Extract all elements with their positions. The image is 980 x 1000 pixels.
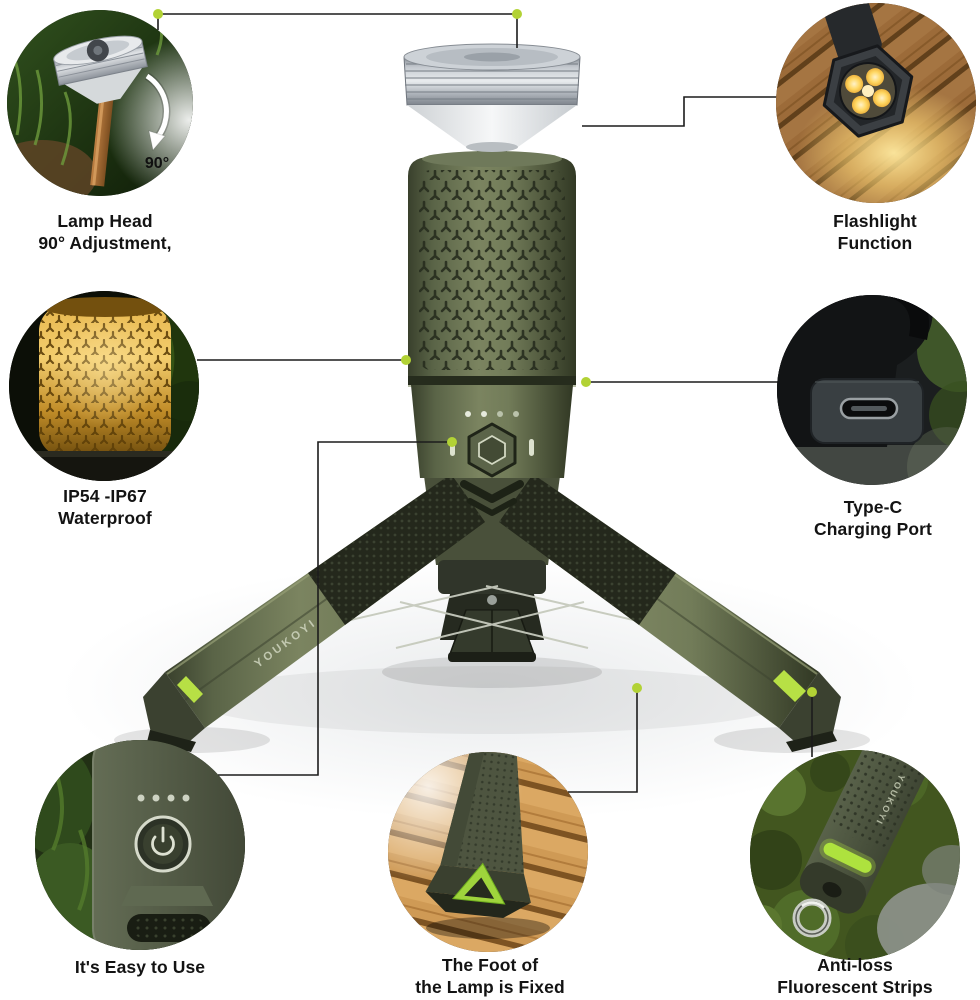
tripod-leg-right [499,474,841,752]
angle-annotation: 90° [145,155,169,172]
chevron-down-icon [460,480,524,503]
easy-to-use-photo [35,740,245,950]
fluorescent-strip [823,842,872,873]
waterproof-photo [9,291,199,481]
callout-label-fluorescent: Anti-loss Fluorescent Strips [777,955,933,998]
foot-fixed-photo [388,752,588,952]
connector-dots [153,9,817,697]
lamp-head-adjustment-photo: 90° [7,10,193,196]
lamp-head [403,43,581,152]
fluorescent-strip-right [773,670,806,702]
callout-label-foot-fixed: The Foot of the Lamp is Fixed [415,955,565,998]
indicator-dots [137,794,190,802]
type-c-port-photo [777,295,967,485]
lantern-body [408,138,576,516]
power-button [134,815,192,873]
callout-label-waterproof: IP54 -IP67 Waterproof [58,486,152,529]
flashlight-head [822,3,914,138]
callout-label-easy-use: It's Easy to Use [74,957,206,977]
flashlight-function-photo [776,3,976,203]
fluorescent-strips-photo: YOUKOYI [750,750,960,960]
glowing-lantern-mesh [35,297,175,481]
tripod-leg-left: YOUKOYI [143,474,485,752]
leg-foot [425,752,531,918]
callout-label-flashlight: Flashlight Function [833,211,917,254]
callout-label-type-c: Type-C Charging Port [814,497,932,540]
usb-c-port [810,378,924,444]
connector-lines [157,13,813,793]
lamp-head-tilted [53,35,148,104]
carabiner-ring [792,898,832,938]
battery-indicator [465,411,519,417]
speaker-grille [127,914,211,942]
rotation-arrow-icon [144,72,171,152]
callout-label-lamp-head: Lamp Head 90° Adjustment, [38,211,172,254]
fluorescent-strip-left [177,676,203,703]
